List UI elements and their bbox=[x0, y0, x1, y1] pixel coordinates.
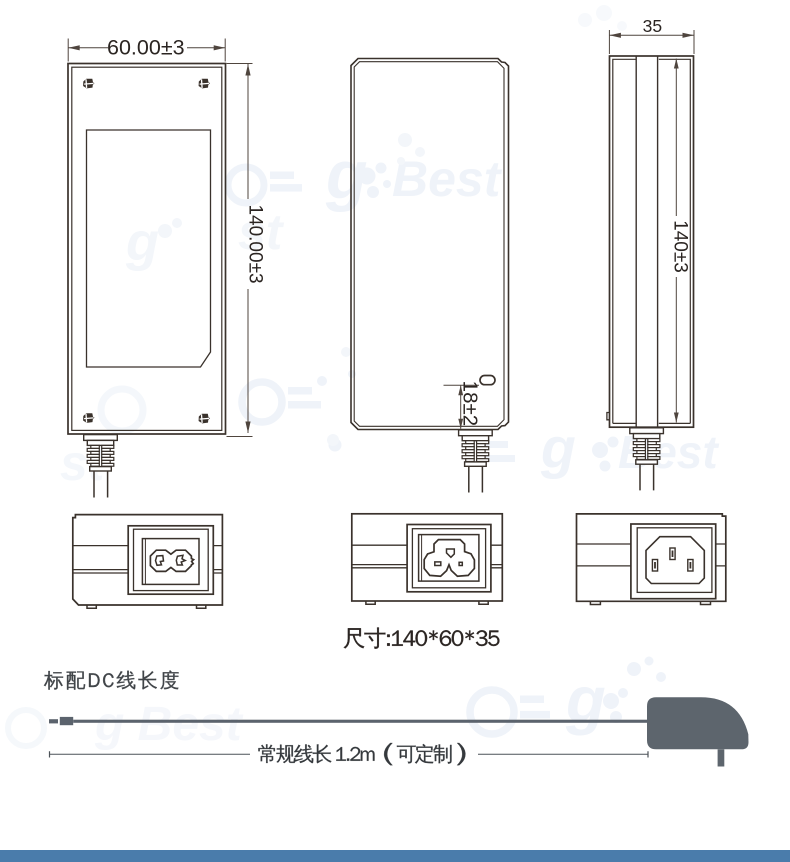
svg-text:140.00±3: 140.00±3 bbox=[244, 204, 265, 283]
svg-text:Best: Best bbox=[392, 151, 503, 207]
svg-text:g: g bbox=[540, 416, 576, 480]
svg-text:60.00±3: 60.00±3 bbox=[107, 36, 185, 60]
svg-text:35: 35 bbox=[643, 16, 662, 36]
svg-text:18±2: 18±2 bbox=[459, 381, 482, 426]
svg-text:g: g bbox=[565, 663, 606, 736]
svg-text:g: g bbox=[125, 212, 159, 272]
svg-text:g Best: g Best bbox=[94, 698, 244, 751]
svg-text:140±3: 140±3 bbox=[670, 220, 691, 273]
svg-text:st: st bbox=[238, 204, 285, 260]
